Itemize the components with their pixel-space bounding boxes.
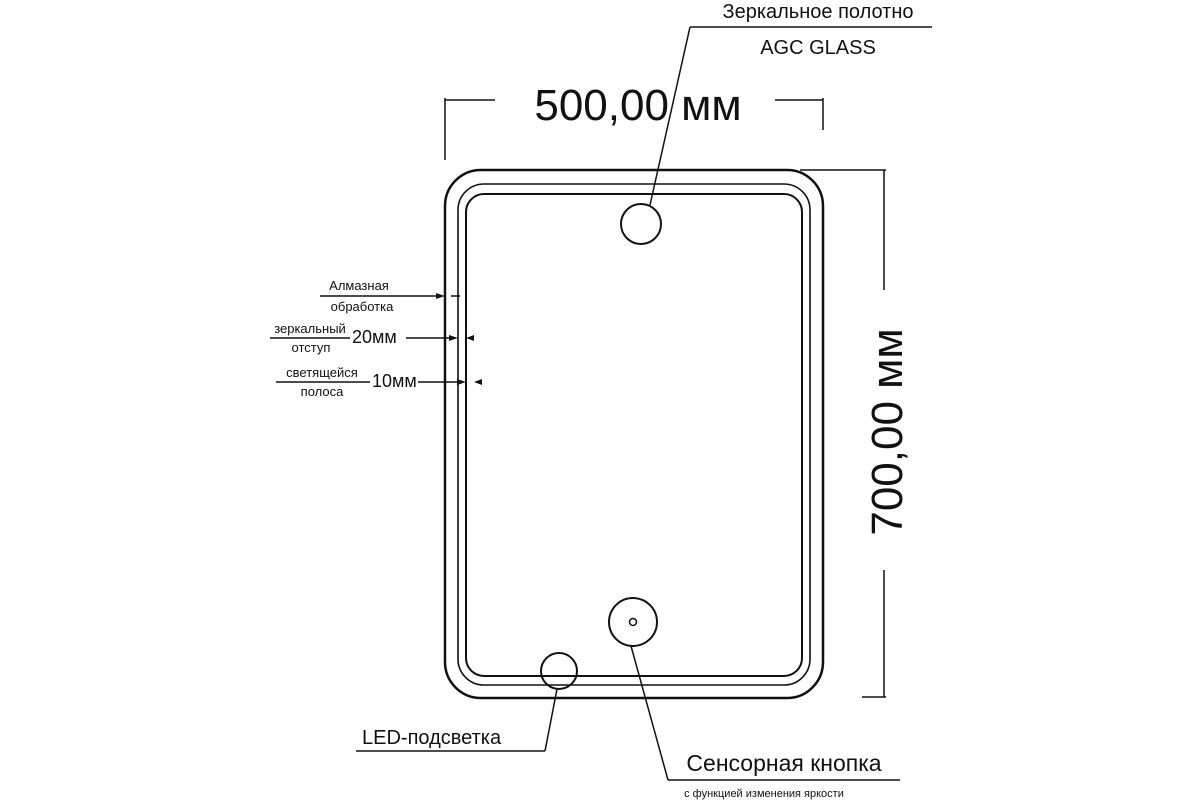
touch-button-sublabel: с функцией изменения яркости — [684, 788, 844, 800]
glass-callout-marker — [620, 203, 662, 245]
mirror-offset-label-line2: отступ — [292, 340, 331, 355]
glow-strip-label-line2: полоса — [301, 384, 344, 399]
led-callout — [356, 652, 578, 752]
glow-strip-arrowhead-inner — [474, 379, 482, 385]
glow-strip-value: 10мм — [372, 371, 417, 391]
glow-strip-callout — [276, 379, 482, 385]
glass-label-line2: AGC GLASS — [760, 37, 876, 59]
mirror-offset-arrowhead — [449, 335, 458, 341]
diamond-label-line1: Алмазная — [329, 278, 389, 293]
glow-strip-arrowhead — [457, 379, 466, 385]
touch-button-dot — [628, 617, 638, 627]
mirror-offset-label-line1: зеркальный — [274, 321, 346, 336]
led-marker — [540, 652, 578, 690]
touch-button-marker — [608, 597, 658, 647]
mirror-offset-callout — [270, 335, 474, 341]
glass-leader-line — [649, 26, 691, 206]
mirror-inner-edge — [465, 193, 803, 677]
mirror-body — [443, 168, 825, 700]
height-dimension — [800, 169, 886, 698]
touch-button-label: Сенсорная кнопка — [686, 750, 881, 776]
touch-button-callout — [608, 597, 900, 781]
diamond-callout — [320, 293, 460, 299]
touch-leader-line — [630, 645, 669, 781]
led-leader-line — [544, 688, 558, 752]
width-label: 500,00 мм — [534, 81, 741, 130]
width-dimension — [444, 98, 824, 160]
mirror-offset-value: 20мм — [352, 327, 397, 347]
glow-strip-outline — [457, 183, 811, 686]
glow-strip-label-line1: светящейся — [286, 365, 358, 380]
glass-callout — [620, 26, 932, 245]
diamond-arrowhead — [436, 293, 445, 299]
diamond-label-line2: обработка — [331, 299, 394, 314]
height-label: 700,00 мм — [863, 328, 912, 535]
led-label: LED-подсветка — [362, 727, 502, 749]
mirror-outer-edge — [443, 168, 825, 700]
glass-label-line1: Зеркальное полотно — [723, 1, 914, 23]
mirror-offset-arrowhead-inner — [466, 335, 474, 341]
